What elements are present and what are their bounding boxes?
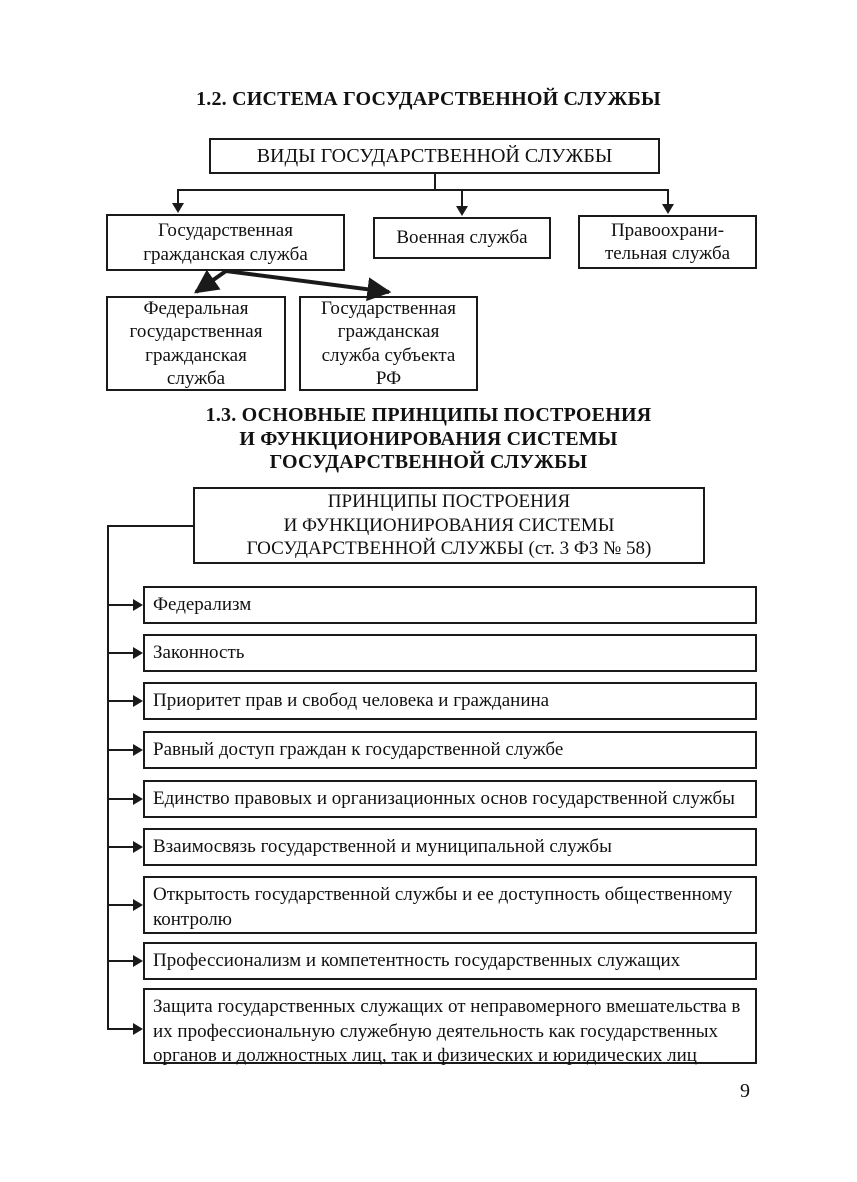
heading-line-1: 1.3. ОСНОВНЫЕ ПРИНЦИПЫ ПОСТРОЕНИЯ xyxy=(205,404,652,426)
principle-box-1: Федерализм xyxy=(143,586,757,624)
connector-branch-3 xyxy=(107,700,134,702)
arrowhead-right-1 xyxy=(133,599,143,611)
section-1-3-heading: 1.3. ОСНОВНЫЕ ПРИНЦИПЫ ПОСТРОЕНИЯ И ФУНК… xyxy=(0,404,857,475)
box-label-line1: Правоохрани- xyxy=(610,219,725,241)
connector-branch-6 xyxy=(107,846,134,848)
arrowhead-right-6 xyxy=(133,841,143,853)
box-state-civil-service: Государственная гражданская служба xyxy=(106,214,345,271)
principle-text: Равный доступ граждан к государственной … xyxy=(153,739,564,761)
box-label-line4: служба xyxy=(166,367,226,389)
diagonal-arrow-left xyxy=(194,269,228,294)
arrowhead-down-middle xyxy=(456,206,468,216)
heading-line-3: ГОСУДАРСТВЕННОЙ СЛУЖБЫ xyxy=(269,451,588,474)
box-label-line2: гражданская служба xyxy=(143,243,308,265)
principle-box-7: Открытость государственной службы и ее д… xyxy=(143,876,757,934)
principle-text: Защита государственных служащих от непра… xyxy=(153,996,741,1067)
heading-line-2: И ФУНКЦИОНИРОВАНИЯ СИСТЕМЫ xyxy=(239,427,618,450)
arrowhead-down-right xyxy=(662,204,674,214)
connector-drop-right xyxy=(667,189,669,204)
box-label-line3: служба субъекта xyxy=(321,344,456,366)
arrowhead-right-2 xyxy=(133,647,143,659)
box-label-line1: Государственная xyxy=(321,298,456,320)
principle-box-8: Профессионализм и компетентность государ… xyxy=(143,942,757,980)
section-1-2-heading: 1.2. СИСТЕМА ГОСУДАРСТВЕННОЙ СЛУЖБЫ xyxy=(196,88,661,110)
connector-header-stub xyxy=(107,525,195,527)
arrowhead-right-9 xyxy=(133,1023,143,1035)
principle-box-5: Единство правовых и организационных осно… xyxy=(143,780,757,818)
box-label-line1: Государственная xyxy=(158,220,293,242)
principles-header-line1: ПРИНЦИПЫ ПОСТРОЕНИЯ xyxy=(327,490,571,512)
box-principles-header: ПРИНЦИПЫ ПОСТРОЕНИЯ И ФУНКЦИОНИРОВАНИЯ С… xyxy=(193,487,705,564)
diagonal-arrow-right xyxy=(225,269,392,302)
connector-branch-7 xyxy=(107,904,134,906)
box-label-line4: РФ xyxy=(375,367,402,389)
principles-header-line3: ГОСУДАРСТВЕННОЙ СЛУЖБЫ (ст. 3 ФЗ № 58) xyxy=(246,538,652,560)
box-label: Военная служба xyxy=(396,227,528,249)
principle-text: Взаимосвязь государственной и муниципаль… xyxy=(153,836,612,858)
principle-text: Федерализм xyxy=(153,594,252,616)
principle-text: Открытость государственной службы и ее д… xyxy=(153,884,733,930)
principles-header-line2: И ФУНКЦИОНИРОВАНИЯ СИСТЕМЫ xyxy=(283,514,615,536)
principle-box-2: Законность xyxy=(143,634,757,672)
principle-text: Единство правовых и организационных осно… xyxy=(153,788,735,810)
box-regional-state-civil-service: Государственная гражданская служба субъе… xyxy=(299,296,478,391)
connector-branch-2 xyxy=(107,652,134,654)
arrowhead-right-3 xyxy=(133,695,143,707)
connector-branch-4 xyxy=(107,749,134,751)
connector-branch-5 xyxy=(107,798,134,800)
box-label-line1: Федеральная xyxy=(143,298,249,320)
arrowhead-right-5 xyxy=(133,793,143,805)
connector-root-trunk xyxy=(434,174,436,191)
connector-vertical-rail xyxy=(107,525,109,1030)
connector-branch-9 xyxy=(107,1028,134,1030)
box-types-of-state-service: ВИДЫ ГОСУДАРСТВЕННОЙ СЛУЖБЫ xyxy=(209,138,660,174)
box-label-line2: тельная служба xyxy=(604,243,731,264)
page-number: 9 xyxy=(740,1080,750,1102)
arrowhead-right-7 xyxy=(133,899,143,911)
principle-text: Законность xyxy=(153,642,245,664)
principle-text: Приоритет прав и свобод человека и гражд… xyxy=(153,690,550,712)
connector-drop-left xyxy=(177,189,179,203)
box-label-line2: государственная xyxy=(129,321,263,343)
arrowhead-down-left xyxy=(172,203,184,213)
principle-text: Профессионализм и компетентность государ… xyxy=(153,950,681,972)
connector-branch-1 xyxy=(107,604,134,606)
principle-box-4: Равный доступ граждан к государственной … xyxy=(143,731,757,769)
box-federal-state-civil-service: Федеральная государственная гражданская … xyxy=(106,296,286,391)
arrowhead-right-4 xyxy=(133,744,143,756)
principle-box-3: Приоритет прав и свобод человека и гражд… xyxy=(143,682,757,720)
box-label-line2: гражданская xyxy=(337,321,440,343)
connector-distribution-bar xyxy=(177,189,668,191)
principle-box-6: Взаимосвязь государственной и муниципаль… xyxy=(143,828,757,866)
connector-drop-middle xyxy=(461,189,463,206)
box-law-enforcement-service: Правоохрани- тельная служба xyxy=(578,215,757,269)
box-label-line3: гражданская xyxy=(145,344,247,366)
connector-branch-8 xyxy=(107,960,134,962)
arrowhead-right-8 xyxy=(133,955,143,967)
box-label: ВИДЫ ГОСУДАРСТВЕННОЙ СЛУЖБЫ xyxy=(256,144,613,167)
box-military-service: Военная служба xyxy=(373,217,551,259)
principle-box-9: Защита государственных служащих от непра… xyxy=(143,988,757,1066)
